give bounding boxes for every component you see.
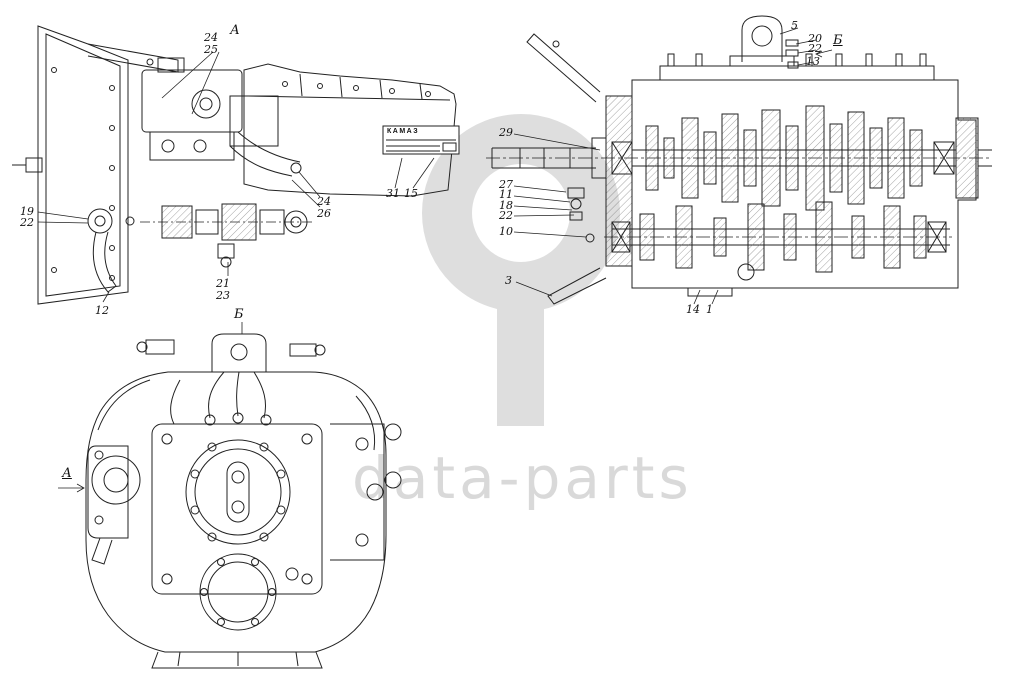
callout-26: 26 (317, 207, 331, 220)
callout-3: 3 (505, 274, 512, 287)
nameplate-brand: КАМАЗ (387, 128, 420, 135)
callout-29: 29 (499, 126, 513, 139)
callout-25: 25 (204, 43, 218, 56)
callout-14: 14 (686, 303, 700, 316)
callout-22-left: 22 (499, 209, 513, 222)
view-label-a-side: А (230, 23, 240, 38)
callout-24-mid: 24 (317, 195, 331, 208)
watermark-text: data-parts (352, 444, 693, 512)
callout-24-top: 24 (204, 31, 218, 44)
callout-5: 5 (791, 19, 798, 32)
callout-10: 10 (499, 225, 513, 238)
callout-21: 21 (216, 277, 230, 290)
callout-23: 23 (216, 289, 230, 302)
callout-12: 12 (95, 304, 109, 317)
callout-15: 15 (404, 187, 418, 200)
callout-1: 1 (706, 303, 713, 316)
callout-27: 27 (499, 178, 513, 191)
callout-22-top: 22 (808, 42, 822, 55)
nameplate (382, 125, 460, 155)
view-label-b-front: Б (234, 307, 244, 322)
watermark-logo-icon (422, 114, 620, 426)
callout-22-side: 22 (20, 216, 34, 229)
section-view-leaders (513, 27, 833, 305)
view-label-b-section: Б (833, 33, 843, 48)
side-view-drawing (12, 25, 460, 305)
callout-11: 11 (499, 188, 513, 201)
callout-20: 20 (808, 32, 822, 45)
view-direction-label-a: А (62, 466, 72, 481)
callout-31: 31 (386, 187, 400, 200)
callout-18: 18 (499, 199, 513, 212)
callout-13: 13 (806, 55, 820, 68)
front-view-leaders (58, 322, 243, 493)
front-view-drawing (85, 333, 402, 669)
callout-19: 19 (20, 205, 34, 218)
side-view-leaders (37, 51, 435, 303)
section-view-drawing (486, 15, 992, 305)
